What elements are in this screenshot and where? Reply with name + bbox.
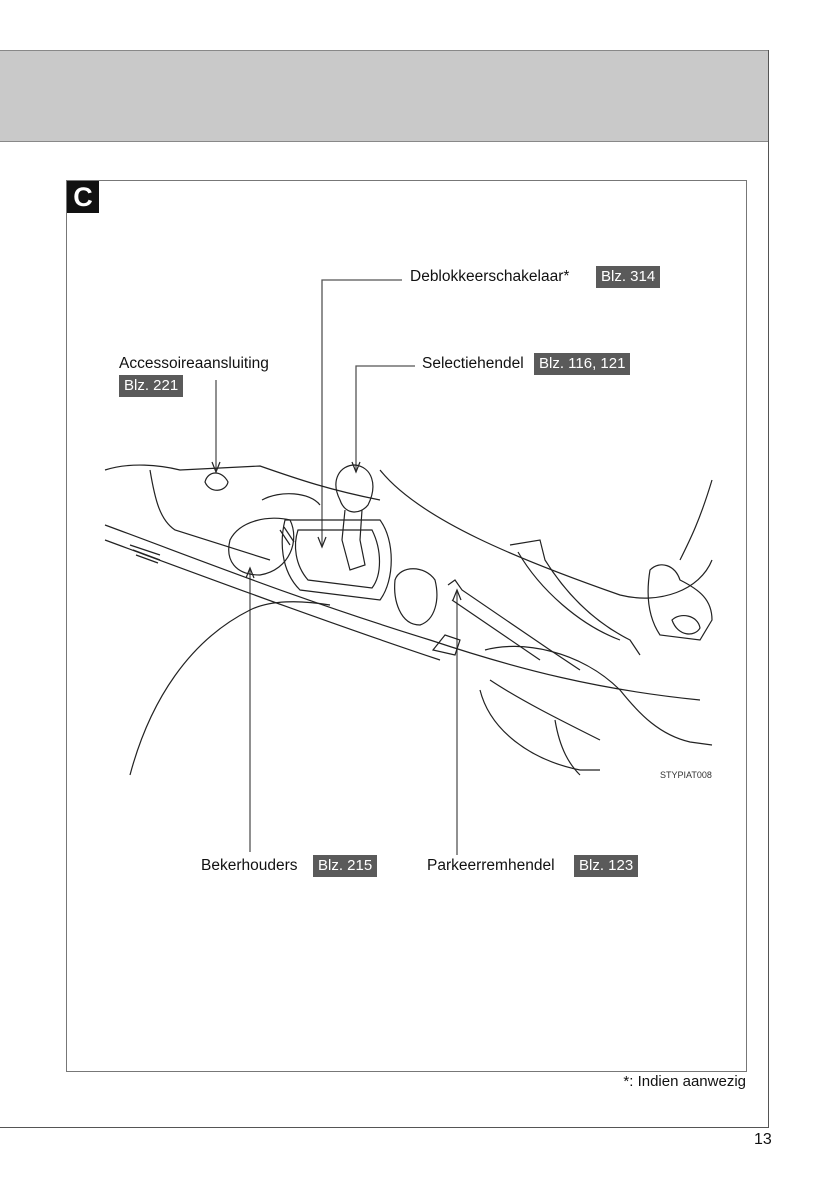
leader-lines — [215, 279, 458, 855]
page-bottom-rule — [0, 1127, 769, 1128]
illustration-code: STYPIAT008 — [660, 770, 712, 780]
footnote: *: Indien aanwezig — [623, 1073, 746, 1090]
callout-label-parking-brake: Parkeerremhendel — [427, 857, 555, 874]
page-ref-power-outlet[interactable]: Blz. 221 — [119, 375, 184, 397]
page-ref-shift-lever[interactable]: Blz. 116, 121 — [534, 353, 631, 375]
callout-label-power-outlet: Accessoireaansluiting — [119, 355, 269, 372]
header-band — [0, 50, 769, 142]
page-ref-cup-holders[interactable]: Blz. 215 — [313, 855, 378, 877]
page-ref-release-switch[interactable]: Blz. 314 — [596, 266, 661, 288]
callout-label-shift-lever: Selectiehendel — [422, 355, 524, 372]
illustration-frame — [66, 180, 747, 1072]
callout-label-release-switch: Deblokkeerschakelaar* — [410, 268, 570, 285]
callout-label-cup-holders: Bekerhouders — [201, 857, 298, 874]
page-ref-parking-brake[interactable]: Blz. 123 — [574, 855, 639, 877]
page-margin-rule — [768, 50, 769, 1128]
section-badge: C — [67, 181, 99, 213]
page-number: 13 — [754, 1131, 772, 1148]
